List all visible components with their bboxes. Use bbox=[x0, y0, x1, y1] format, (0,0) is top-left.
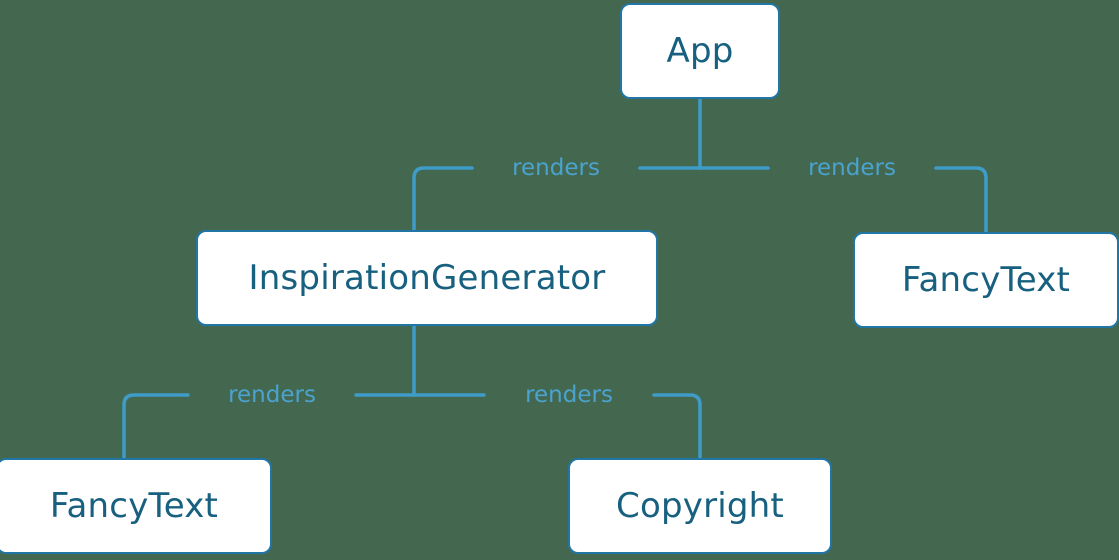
edge-label-app-fancytext-right: renders bbox=[808, 155, 896, 181]
edge-label-app-inspirationgenerator: renders bbox=[512, 155, 600, 181]
node-copyright[interactable]: Copyright bbox=[568, 458, 832, 554]
node-app-label: App bbox=[666, 31, 734, 71]
edge-app-to-fancytext-right bbox=[698, 166, 988, 234]
node-fancytext-right-label: FancyText bbox=[901, 260, 1071, 300]
edge-inspirationgenerator-to-fancytext-left bbox=[122, 393, 416, 460]
node-app[interactable]: App bbox=[620, 3, 780, 99]
node-fancytext-left[interactable]: FancyText bbox=[0, 458, 272, 554]
edge-app-to-inspirationgenerator bbox=[412, 166, 702, 232]
node-fancytext-left-label: FancyText bbox=[49, 486, 219, 526]
node-inspirationgenerator[interactable]: InspirationGenerator bbox=[196, 230, 658, 326]
edge-label-inspirationgenerator-fancytext-left: renders bbox=[228, 382, 316, 408]
node-copyright-label: Copyright bbox=[616, 486, 784, 526]
edge-inspirationgenerator-to-copyright bbox=[412, 393, 702, 460]
edge-label-inspirationgenerator-copyright: renders bbox=[525, 382, 613, 408]
node-fancytext-right[interactable]: FancyText bbox=[853, 232, 1119, 328]
node-inspirationgenerator-label: InspirationGenerator bbox=[248, 258, 606, 298]
